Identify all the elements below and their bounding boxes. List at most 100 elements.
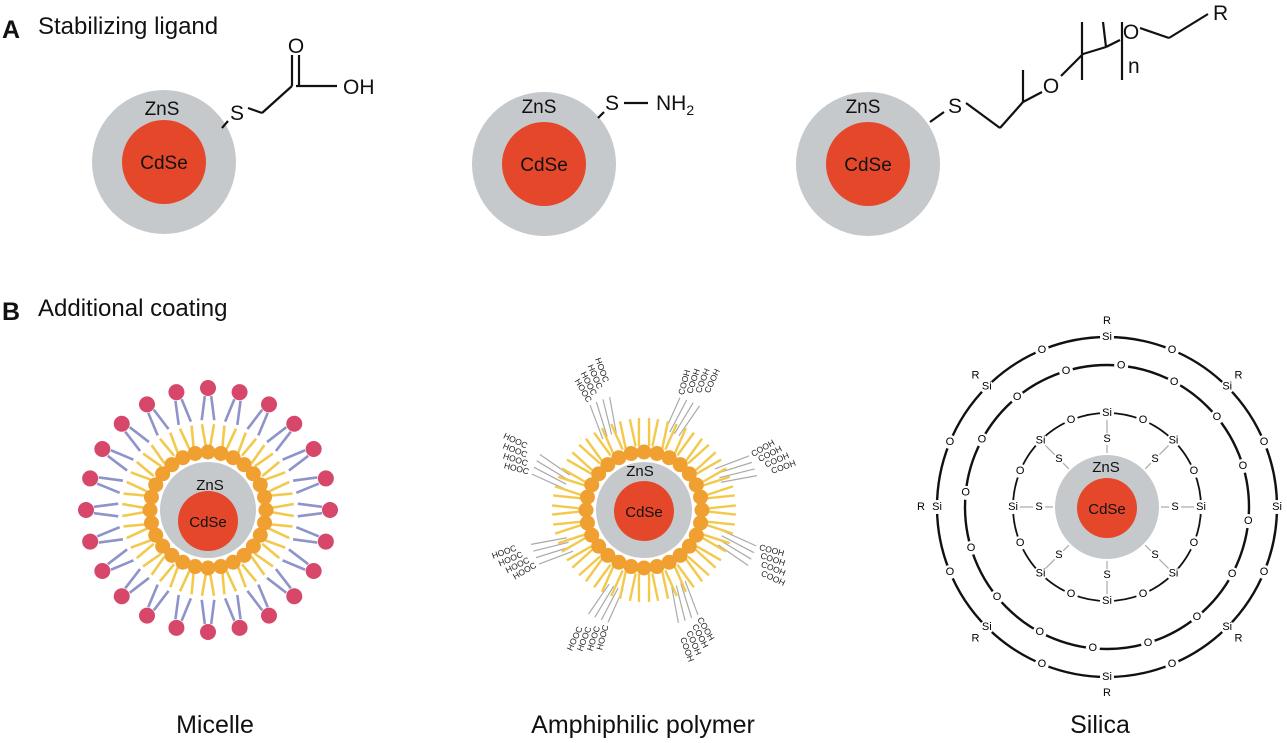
micelle-ligand-dot	[142, 502, 158, 518]
silica-atom-bg	[974, 432, 989, 447]
micelle-ligand-dot	[236, 547, 252, 563]
micelle-ligand-dot	[155, 466, 171, 482]
micelle-lipid-head	[231, 384, 248, 401]
polymer-ligand-dot	[688, 527, 704, 543]
silica-silicon: Si	[932, 501, 942, 513]
polymer-chain	[531, 473, 566, 490]
silica-oxygen: O	[1036, 626, 1045, 638]
ligand2-amine: NH2	[656, 92, 694, 118]
micelle-tail	[190, 572, 195, 595]
silica-sulfur: S	[1151, 453, 1158, 465]
micelle-lipid-tail	[180, 597, 193, 622]
polymer-ligand-dot	[578, 502, 594, 518]
silica-silicon: Si	[1036, 567, 1046, 579]
micelle-tail	[250, 444, 266, 464]
silica-atom-bg	[1101, 433, 1113, 445]
micelle-tail	[254, 452, 274, 468]
silica-atom-bg	[1135, 413, 1150, 428]
micelle-ligand-dot	[225, 450, 241, 466]
core-label: CdSe	[520, 155, 568, 176]
micelle-lipid-head	[317, 470, 334, 487]
silica-oxygen: O	[1139, 414, 1148, 426]
silica-atom-bg	[1100, 406, 1114, 420]
micelle-tail	[225, 428, 238, 450]
micelle-lipid-head	[113, 588, 130, 605]
silica-atom-bg	[1235, 459, 1250, 474]
micelle-lipid-tail	[246, 408, 264, 430]
polymer-chain	[719, 539, 752, 560]
micelle-lipid-tail	[174, 400, 180, 426]
micelle-tail	[268, 527, 290, 540]
silica-atom-bg	[1064, 413, 1079, 428]
micelle-tail	[250, 556, 266, 576]
silica-oxygen: O	[1213, 411, 1222, 423]
micelle-lipid-head	[286, 415, 303, 432]
micelle-lipid-head	[139, 396, 155, 413]
ligand1-sulfur: S	[230, 102, 244, 125]
micelle-lipid-head	[200, 624, 216, 640]
polymer-tail	[664, 423, 678, 451]
silica-oxygen: O	[1190, 465, 1199, 477]
silica-atom-bg	[1032, 625, 1047, 640]
silica-sulfur: S	[1103, 569, 1110, 581]
micelle-lipid-tail	[236, 594, 242, 620]
polymer-chain	[721, 535, 755, 554]
micelle-ligand-dot	[148, 527, 164, 543]
silica-oxygen: O	[1038, 344, 1047, 356]
polymer-ligand-dot	[693, 515, 709, 531]
polymer-quantum-dot: CdSe ZnS	[596, 462, 692, 558]
silica-atom-bg	[1194, 500, 1208, 514]
silica-atom-bg	[1166, 566, 1181, 581]
silica-oxygen: O	[1089, 642, 1098, 654]
micelle-lipid-tail	[266, 576, 288, 594]
polymer-tail	[694, 548, 717, 569]
silica-oxygen: O	[1139, 588, 1148, 600]
silica-oxygen: O	[1170, 376, 1179, 388]
micelle-tail	[240, 437, 258, 457]
silica-atom-bg	[1241, 514, 1256, 529]
micelle-ligand-dot	[143, 515, 159, 531]
micelle-lipid-tail	[106, 548, 128, 566]
polymer-ligand-dot	[584, 527, 600, 543]
polymer-tail	[707, 504, 737, 510]
shell-label: ZnS	[1092, 459, 1120, 476]
micelle-lipid-tail	[96, 482, 121, 495]
polymer-tail	[578, 443, 601, 465]
ligand3-oxygen-1: O	[1043, 75, 1059, 98]
micelle-lipid-head	[82, 533, 99, 550]
polymer-chain	[533, 541, 569, 552]
shell-label: ZnS	[522, 97, 557, 118]
quantum-dot-3: CdSe ZnS	[796, 92, 940, 236]
silica-atom-bg	[964, 540, 979, 555]
polymer-ligand-dot	[636, 444, 652, 460]
micelle-tail	[270, 523, 293, 528]
silica-oxygen: O	[946, 566, 955, 578]
silica-atom-bg	[1149, 549, 1162, 562]
polymer-ligand-dot	[693, 489, 709, 505]
polymer-tail	[661, 420, 670, 449]
polymer-tail	[696, 458, 722, 475]
polymer-chain	[717, 544, 749, 567]
polymer-chain	[678, 405, 701, 437]
silica-r-group: R	[1235, 369, 1243, 381]
silica-oxygen: O	[1190, 537, 1199, 549]
micelle-tail	[121, 502, 145, 510]
silica-silicon: Si	[1008, 501, 1018, 513]
shell-label: ZnS	[196, 477, 224, 494]
shell-label: ZnS	[145, 99, 180, 120]
polymer-chain	[594, 585, 615, 618]
silica-atom-bg	[1010, 390, 1025, 405]
polymer-chain	[714, 455, 750, 470]
polymer-chain	[600, 587, 619, 621]
polymer-tail	[673, 565, 688, 593]
silica-oxygen: O	[1067, 414, 1076, 426]
micelle-ligand-dot	[225, 554, 241, 570]
micelle-ligand-dot	[236, 457, 252, 473]
polymer-ligand-dot	[694, 502, 710, 518]
micelle-tail	[271, 510, 295, 518]
polymer-tail	[571, 548, 594, 569]
micelle-ligand-ring	[142, 444, 274, 576]
micelle-tail	[208, 423, 216, 447]
micelle-lipid-head	[261, 607, 277, 624]
core-label: CdSe	[844, 155, 892, 176]
